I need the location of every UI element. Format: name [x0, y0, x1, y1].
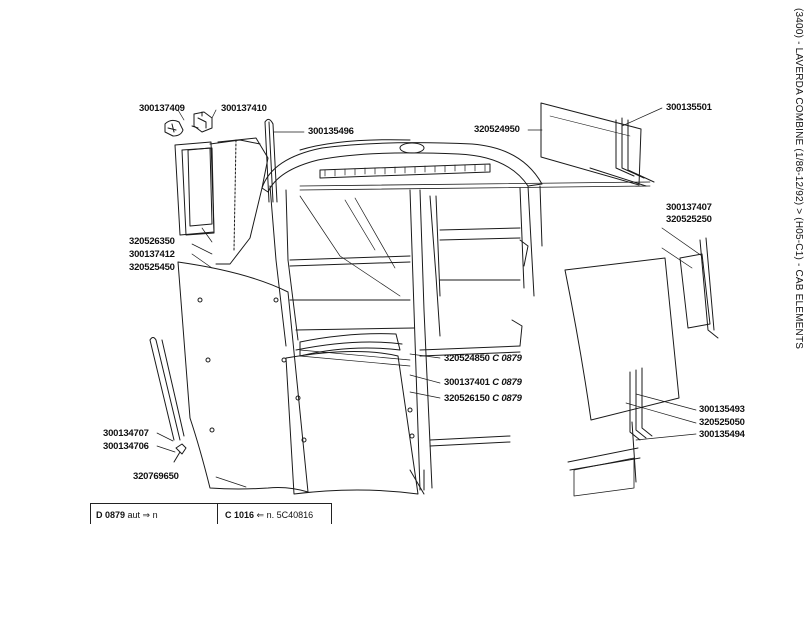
- small-window-left: [174, 139, 261, 236]
- legend-right: C 1016 ⇐ n. 5C40816: [225, 510, 313, 521]
- door-glass-left: [177, 261, 309, 493]
- side-glass-right-large: [564, 257, 680, 421]
- seal-strip-right: [629, 367, 653, 441]
- seal-strip-bottom: [567, 421, 641, 497]
- part-number-320524850: 320524850: [444, 353, 490, 364]
- part-label-300135494: 300135494: [699, 429, 745, 440]
- part-label-320524950: 320524950: [474, 124, 520, 135]
- part-label-300134706: 300134706: [103, 441, 149, 452]
- part-code-320526150: C 0879: [492, 393, 522, 404]
- cab-frame: [261, 139, 651, 495]
- legend-left: D 0879 aut ⇒ n: [96, 510, 158, 521]
- front-windscreen: [285, 333, 419, 495]
- part-label-320526150: 320526150 C 0879: [444, 394, 522, 404]
- legend-divider: [217, 504, 218, 524]
- part-label-320525050: 320525050: [699, 417, 745, 428]
- legend-right-text: ⇐ n. 5C40816: [256, 510, 314, 520]
- part-label-320769650: 320769650: [133, 471, 179, 482]
- part-label-320525250: 320525250: [666, 214, 712, 225]
- rail-strips-left: [149, 337, 185, 441]
- part-label-300135496: 300135496: [308, 126, 354, 137]
- part-number-320526150: 320526150: [444, 393, 490, 404]
- leader-lines: [156, 107, 703, 488]
- part-number-300137401: 300137401: [444, 377, 490, 388]
- part-label-300137409: 300137409: [139, 103, 185, 114]
- part-label-320526350: 320526350: [129, 236, 175, 247]
- seal-strip-upper: [264, 118, 278, 203]
- part-label-300137407: 300137407: [666, 202, 712, 213]
- part-label-300137401: 300137401 C 0879: [444, 378, 522, 388]
- legend-left-code: D 0879: [96, 510, 126, 520]
- part-label-320524850: 320524850 C 0879: [444, 354, 522, 364]
- legend-right-code: C 1016: [225, 510, 255, 520]
- clip-part-300137409: [164, 119, 184, 137]
- clip-part-300137410: [191, 111, 213, 133]
- part-label-320525450: 320525450: [129, 262, 175, 273]
- legend-left-text: aut ⇒ n: [127, 510, 158, 520]
- part-label-300135493: 300135493: [699, 404, 745, 415]
- part-code-320524850: C 0879: [492, 353, 522, 364]
- part-label-300137410: 300137410: [221, 103, 267, 114]
- seal-strip-300135501: [589, 117, 655, 187]
- part-label-300137412: 300137412: [129, 249, 175, 260]
- part-label-300134707: 300134707: [103, 428, 149, 439]
- part-label-300135501: 300135501: [666, 102, 712, 113]
- side-panel-upper: [215, 137, 269, 265]
- knob-300134706: [173, 443, 187, 463]
- legend-box: D 0879 aut ⇒ n C 1016 ⇐ n. 5C40816: [90, 503, 332, 524]
- side-glass-right-small: [679, 237, 719, 339]
- page-title: (3400) - LAVERDA COMBINE (1/86-12/92) > …: [793, 8, 804, 350]
- part-code-300137401: C 0879: [492, 377, 522, 388]
- roof-glass-right: [540, 102, 642, 186]
